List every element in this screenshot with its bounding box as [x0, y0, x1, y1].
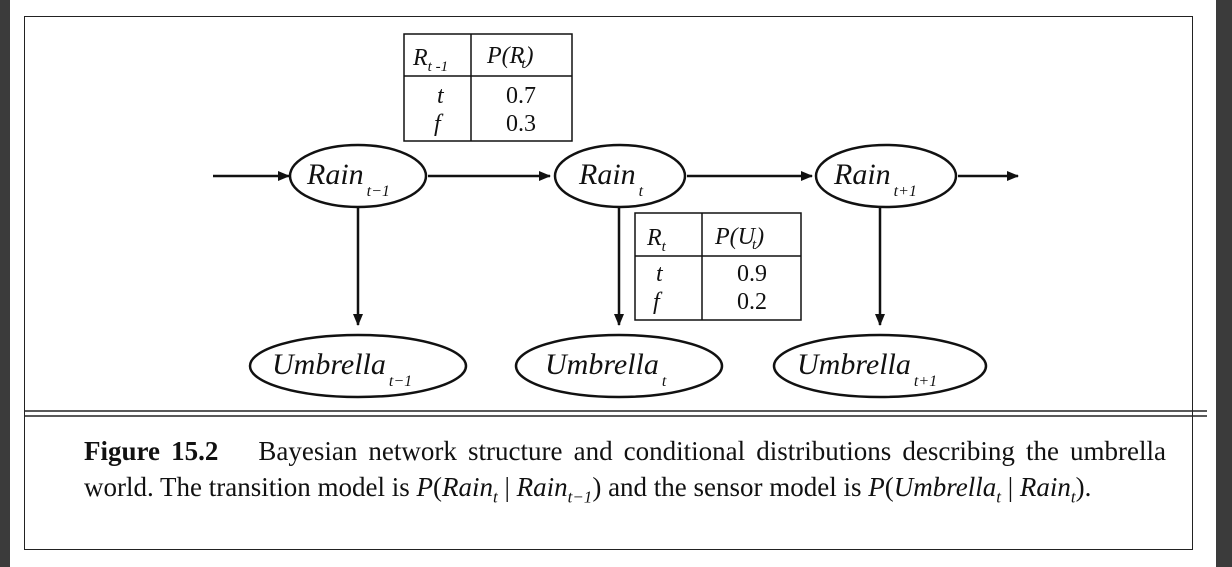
node-umbrella-t: Umbrellat: [514, 333, 724, 399]
caption-sensor-model: P(Umbrellat | Raint): [868, 472, 1085, 507]
caption-transition-model: P(Raint | Raint−1): [416, 472, 602, 507]
node-rain-t-plus-1-label: Rain: [833, 158, 891, 191]
caption-text-3: .: [1084, 472, 1092, 502]
node-umbrella-t-minus-1-label: Umbrella: [272, 348, 386, 381]
caption-text-2: and the sensor model is: [601, 472, 869, 502]
node-rain-t: Raint: [553, 143, 687, 209]
transition-cpt-col1-subscript: t -1: [428, 59, 448, 75]
node-rain-t-plus-1-subscript: t+1: [894, 183, 917, 200]
transition-cpt-row2-cond: f: [434, 111, 444, 137]
transition-cpt-row1-cond: t: [437, 83, 445, 109]
figure-frame: [24, 16, 1193, 550]
node-rain-t-minus-1-subscript: t−1: [367, 183, 390, 200]
node-umbrella-t-plus-1: Umbrellat+1: [772, 333, 988, 399]
transition-cpt-col1-header: R: [412, 45, 428, 71]
svg-text:Umbrellat+1: Umbrellat+1: [797, 348, 937, 390]
node-rain-t-minus-1: Raint−1: [288, 143, 428, 209]
node-rain-t-plus-1: Raint+1: [814, 143, 958, 209]
node-umbrella-t-plus-1-label: Umbrella: [797, 348, 911, 381]
svg-text:Umbrellat: Umbrellat: [545, 348, 667, 390]
sensor-cpt-col2-subscript: t: [752, 237, 757, 253]
svg-text:P(Ut): P(Ut): [714, 224, 764, 253]
svg-text:Rt: Rt: [646, 225, 667, 255]
sensor-cpt-col2-close: ): [754, 224, 764, 250]
sensor-cpt-row2-value: 0.2: [737, 289, 767, 315]
sensor-cpt-table: Rt P(Ut) t 0.9 f 0.2: [634, 212, 802, 321]
sensor-cpt-row2-cond: f: [653, 289, 663, 315]
sensor-cpt-row1-cond: t: [656, 261, 664, 287]
figure-label: Figure 15.2: [84, 436, 219, 466]
node-umbrella-t-minus-1: Umbrellat−1: [248, 333, 468, 399]
svg-text:Umbrellat−1: Umbrellat−1: [272, 348, 412, 390]
transition-cpt-table: Rt -1 P(Rt) t 0.7 f 0.3: [403, 33, 573, 142]
node-umbrella-t-subscript: t: [662, 373, 667, 390]
document-page: [10, 0, 1216, 567]
node-rain-t-subscript: t: [639, 183, 644, 200]
svg-text:Raint: Raint: [578, 158, 644, 200]
sensor-cpt-col1-subscript: t: [662, 239, 667, 255]
transition-cpt-col2-close: ): [523, 43, 533, 69]
svg-text:P(Rt): P(Rt): [486, 43, 533, 72]
sensor-cpt-col2-header: P(U: [714, 224, 757, 250]
node-umbrella-t-minus-1-subscript: t−1: [389, 373, 412, 390]
sensor-cpt-row1-value: 0.9: [737, 261, 767, 287]
node-rain-t-minus-1-label: Rain: [306, 158, 364, 191]
transition-cpt-row2-value: 0.3: [506, 111, 536, 137]
sensor-cpt-col1-header: R: [646, 225, 662, 251]
svg-text:Raint+1: Raint+1: [833, 158, 917, 200]
svg-text:Raint−1: Raint−1: [306, 158, 390, 200]
node-rain-t-label: Rain: [578, 158, 636, 191]
node-umbrella-t-plus-1-subscript: t+1: [914, 373, 937, 390]
transition-cpt-col2-subscript: t: [521, 56, 526, 72]
node-umbrella-t-label: Umbrella: [545, 348, 659, 381]
caption-text-1: Bayesian network structure and condition…: [84, 436, 1167, 502]
svg-text:Rt -1: Rt -1: [412, 45, 448, 75]
transition-cpt-col2-header: P(R: [486, 43, 525, 69]
transition-cpt-row1-value: 0.7: [506, 83, 536, 109]
